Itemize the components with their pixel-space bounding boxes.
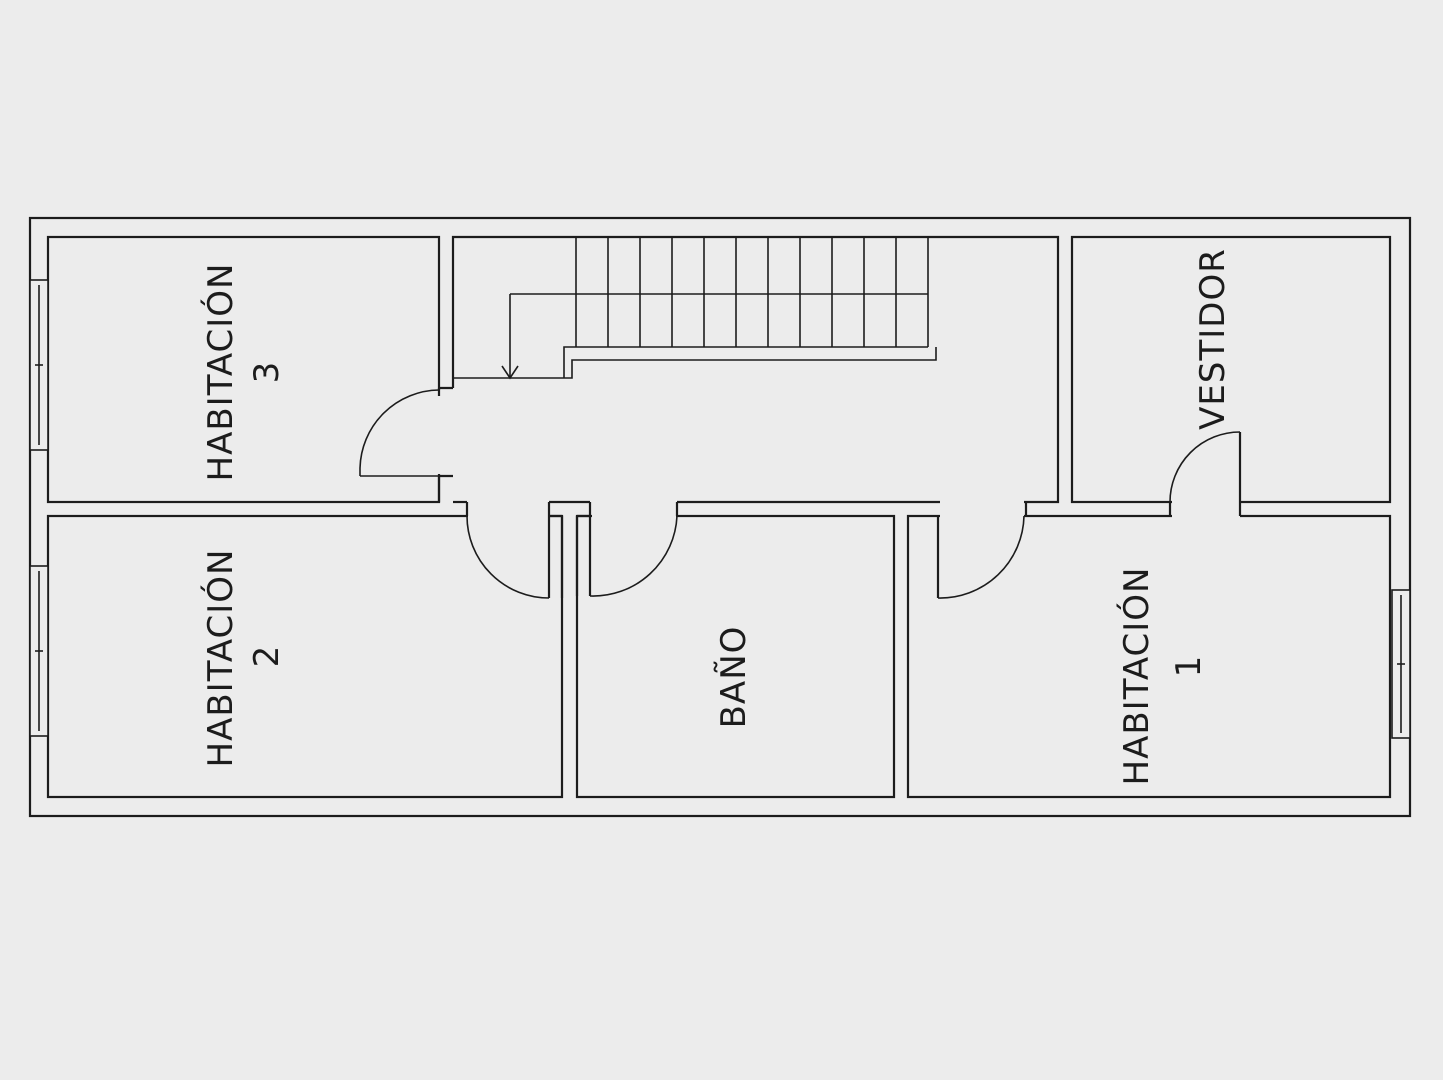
door-gap-habitacion-1 bbox=[940, 494, 1024, 524]
window-habitacion-1 bbox=[1391, 589, 1411, 739]
room-habitacion-1 bbox=[906, 514, 1392, 799]
door-gap-bano bbox=[592, 494, 676, 524]
door-jambs-habitacion-3 bbox=[437, 386, 453, 502]
window-habitacion-2 bbox=[29, 565, 49, 737]
label-habitacion-3-number: 3 bbox=[247, 361, 287, 384]
label-bano: BAÑO bbox=[714, 626, 754, 729]
door-vestidor bbox=[1169, 431, 1241, 503]
door-gap-vestidor bbox=[1172, 494, 1240, 524]
door-gap-habitacion-3 bbox=[430, 390, 460, 474]
room-habitacion-2 bbox=[46, 514, 564, 799]
door-bano bbox=[589, 515, 678, 597]
staircase bbox=[510, 237, 929, 347]
stair-railing bbox=[453, 346, 937, 379]
label-habitacion-3: HABITACIÓN bbox=[200, 263, 241, 482]
door-habitacion-2 bbox=[466, 515, 550, 599]
label-vestidor: VESTIDOR bbox=[1193, 248, 1233, 430]
door-habitacion-1 bbox=[937, 515, 1025, 599]
label-habitacion-2: HABITACIÓN bbox=[200, 549, 241, 768]
window-habitacion-3 bbox=[29, 279, 49, 451]
door-habitacion-3 bbox=[359, 389, 440, 477]
room-habitacion-3 bbox=[46, 235, 441, 504]
label-habitacion-2-number: 2 bbox=[247, 645, 287, 668]
room-bano bbox=[575, 514, 896, 799]
outer-wall bbox=[28, 216, 1412, 818]
stair-direction-arrow bbox=[501, 294, 519, 380]
label-habitacion-1-number: 1 bbox=[1169, 655, 1209, 678]
label-habitacion-1: HABITACIÓN bbox=[1116, 567, 1157, 786]
door-gap-habitacion-2 bbox=[468, 494, 548, 524]
hall-wall bbox=[451, 235, 1060, 504]
